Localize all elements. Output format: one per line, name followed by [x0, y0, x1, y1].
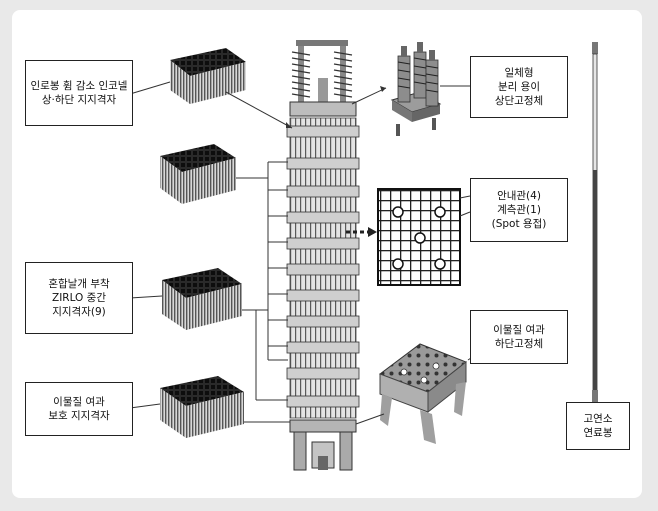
fuel-rod-image: [592, 42, 598, 404]
label-protective-line1: 이물질 여과: [53, 396, 105, 408]
label-mixing-vane-line3: 지지격자(9): [52, 306, 106, 318]
label-top-nozzle: 일체형 분리 용이 상단고정체: [470, 56, 568, 118]
label-end-grid-line2: 상·하단 지지격자: [41, 94, 117, 106]
fuel-assembly-image: [286, 40, 360, 471]
spacer-grid-image-protective: [160, 376, 244, 438]
label-guide-tube: 안내관(4) 계측관(1) (Spot 용접): [470, 178, 568, 242]
dotted-arrow: [346, 227, 377, 237]
label-end-grid-line1: 인로봉 휨 감소 인코넬: [30, 80, 128, 92]
label-end-grid: 인로봉 휨 감소 인코넬 상·하단 지지격자: [25, 60, 133, 126]
guide-tube-plate-image: [377, 188, 461, 286]
label-fuel-rod-line1: 고연소: [583, 413, 613, 425]
label-mixing-vane-grid: 혼합날개 부착 ZIRLO 중간 지지격자(9): [25, 262, 133, 334]
label-bottom-nozzle: 이물질 여과 하단고정체: [470, 310, 568, 364]
label-top-nozzle-line3: 상단고정체: [494, 95, 544, 107]
label-fuel-rod-line2: 연료봉: [583, 427, 613, 439]
label-guide-tube-line3: (Spot 용접): [491, 218, 547, 230]
label-bottom-nozzle-line2: 하단고정체: [494, 338, 544, 350]
label-top-nozzle-line1: 일체형: [504, 67, 534, 79]
label-guide-tube-line2: 계측관(1): [497, 204, 541, 216]
label-mixing-vane-line2: ZIRLO 중간: [52, 292, 106, 304]
label-protective-grid: 이물질 여과 보호 지지격자: [25, 382, 133, 436]
label-guide-tube-line1: 안내관(4): [497, 190, 541, 202]
bottom-nozzle-image: [378, 343, 467, 444]
leader-lines: [129, 81, 475, 425]
spacer-grid-image-inconel: [160, 144, 236, 204]
label-top-nozzle-line2: 분리 용이: [498, 81, 540, 93]
spacer-grid-image-mixing-vane: [162, 268, 242, 330]
label-bottom-nozzle-line1: 이물질 여과: [493, 324, 545, 336]
arrowheads: [286, 86, 386, 128]
label-fuel-rod: 고연소 연료봉: [566, 402, 630, 450]
top-nozzle-image: [390, 42, 442, 136]
spacer-grid-image-top-end: [170, 48, 246, 104]
label-protective-line2: 보호 지지격자: [48, 410, 110, 422]
label-mixing-vane-line1: 혼합날개 부착: [48, 278, 110, 290]
